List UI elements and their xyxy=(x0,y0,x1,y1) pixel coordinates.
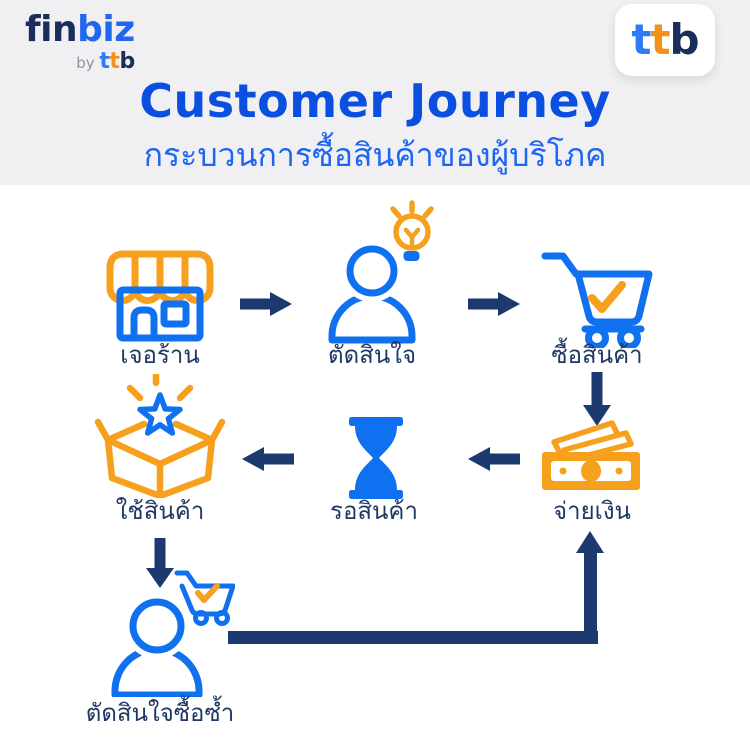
finbiz-biz: biz xyxy=(77,9,135,50)
arrow-right-icon xyxy=(468,292,520,316)
ttb-wordmark-large: ttb xyxy=(631,15,699,64)
banknotes-icon xyxy=(542,420,640,490)
step-label-decide: ตัดสินใจ xyxy=(327,341,417,369)
open-box-star-icon xyxy=(94,374,226,498)
hourglass-icon xyxy=(349,417,403,499)
step-label-wait: รอสินค้า xyxy=(330,497,418,525)
arrow-left-icon xyxy=(468,447,520,471)
page-title: Customer Journey xyxy=(139,74,611,128)
finbiz-fin: fin xyxy=(25,9,78,50)
loop-arrow-up-head xyxy=(576,531,604,553)
by-text: by xyxy=(76,54,100,72)
arrow-left-icon xyxy=(242,447,294,471)
header-band: finbiz by ttb ttb Customer Journey กระบว… xyxy=(0,0,750,185)
loop-arrow-horizontal xyxy=(228,631,598,644)
person-cart-icon xyxy=(111,570,235,697)
cart-check-icon xyxy=(541,252,653,348)
step-label-use: ใช้สินค้า xyxy=(115,497,205,525)
ttb-app-logo: ttb xyxy=(615,4,715,76)
finbiz-byline: by ttb xyxy=(25,51,135,73)
loop-arrow-vertical xyxy=(584,552,597,644)
arrow-right-icon xyxy=(240,292,292,316)
finbiz-logo: finbiz by ttb xyxy=(25,12,135,73)
page-subtitle: กระบวนการซื้อสินค้าของผู้บริโภค xyxy=(143,136,607,174)
finbiz-wordmark: finbiz xyxy=(25,12,135,48)
step-label-repurchase: ตัดสินใจซื้อซ้ำ xyxy=(85,699,235,727)
arrow-down-icon xyxy=(146,538,174,588)
ttb-wordmark-small: ttb xyxy=(99,49,135,74)
step-label-find-store: เจอร้าน xyxy=(120,341,200,369)
step-label-purchase: ซื้อสินค้า xyxy=(551,341,643,369)
person-idea-icon xyxy=(328,200,434,344)
arrow-down-icon xyxy=(583,372,611,426)
step-label-pay: จ่ายเงิน xyxy=(553,497,631,525)
storefront-icon xyxy=(106,250,214,342)
